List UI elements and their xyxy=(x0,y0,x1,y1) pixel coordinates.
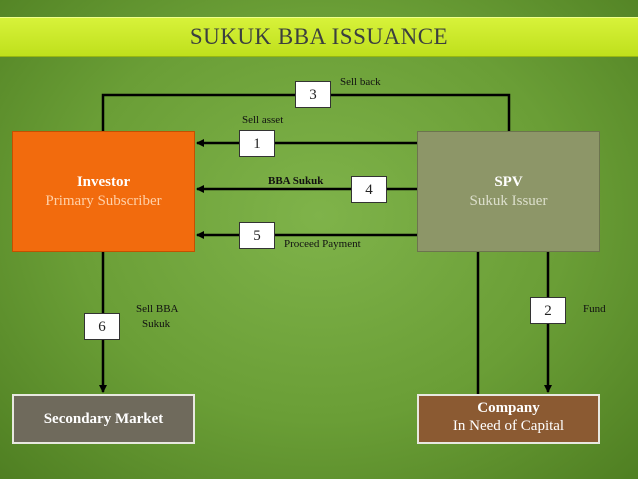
company-box: Company In Need of Capital xyxy=(417,394,600,444)
sell-bba-label-line2: Sukuk xyxy=(142,318,171,330)
spv-subtitle: Sukuk Issuer xyxy=(469,193,548,209)
company-title: Company xyxy=(477,400,540,416)
page-title: SUKUK BBA ISSUANCE xyxy=(0,17,638,57)
company-subtitle: In Need of Capital xyxy=(452,418,565,434)
fund-label: Fund xyxy=(583,303,606,315)
secondary-market-box: Secondary Market xyxy=(12,394,195,444)
spv-box: SPV Sukuk Issuer xyxy=(417,131,600,252)
investor-subtitle: Primary Subscriber xyxy=(45,193,162,209)
step-1-badge: 1 xyxy=(239,130,275,157)
step-6-badge: 6 xyxy=(84,313,120,340)
sell-bba-label-line1: Sell BBA xyxy=(136,303,179,315)
bba-sukuk-label: BBA Sukuk xyxy=(268,175,324,187)
step-2-badge: 2 xyxy=(530,297,566,324)
sell-back-label: Sell back xyxy=(340,76,381,88)
step-4-badge: 4 xyxy=(351,176,387,203)
step-3-badge: 3 xyxy=(295,81,331,108)
proceed-payment-label: Proceed Payment xyxy=(284,238,361,250)
spv-title: SPV xyxy=(494,174,523,190)
secondary-market-title: Secondary Market xyxy=(43,411,164,427)
investor-box: Investor Primary Subscriber xyxy=(12,131,195,252)
investor-title: Investor xyxy=(76,174,131,190)
step-5-badge: 5 xyxy=(239,222,275,249)
sell-asset-label: Sell asset xyxy=(242,114,284,126)
